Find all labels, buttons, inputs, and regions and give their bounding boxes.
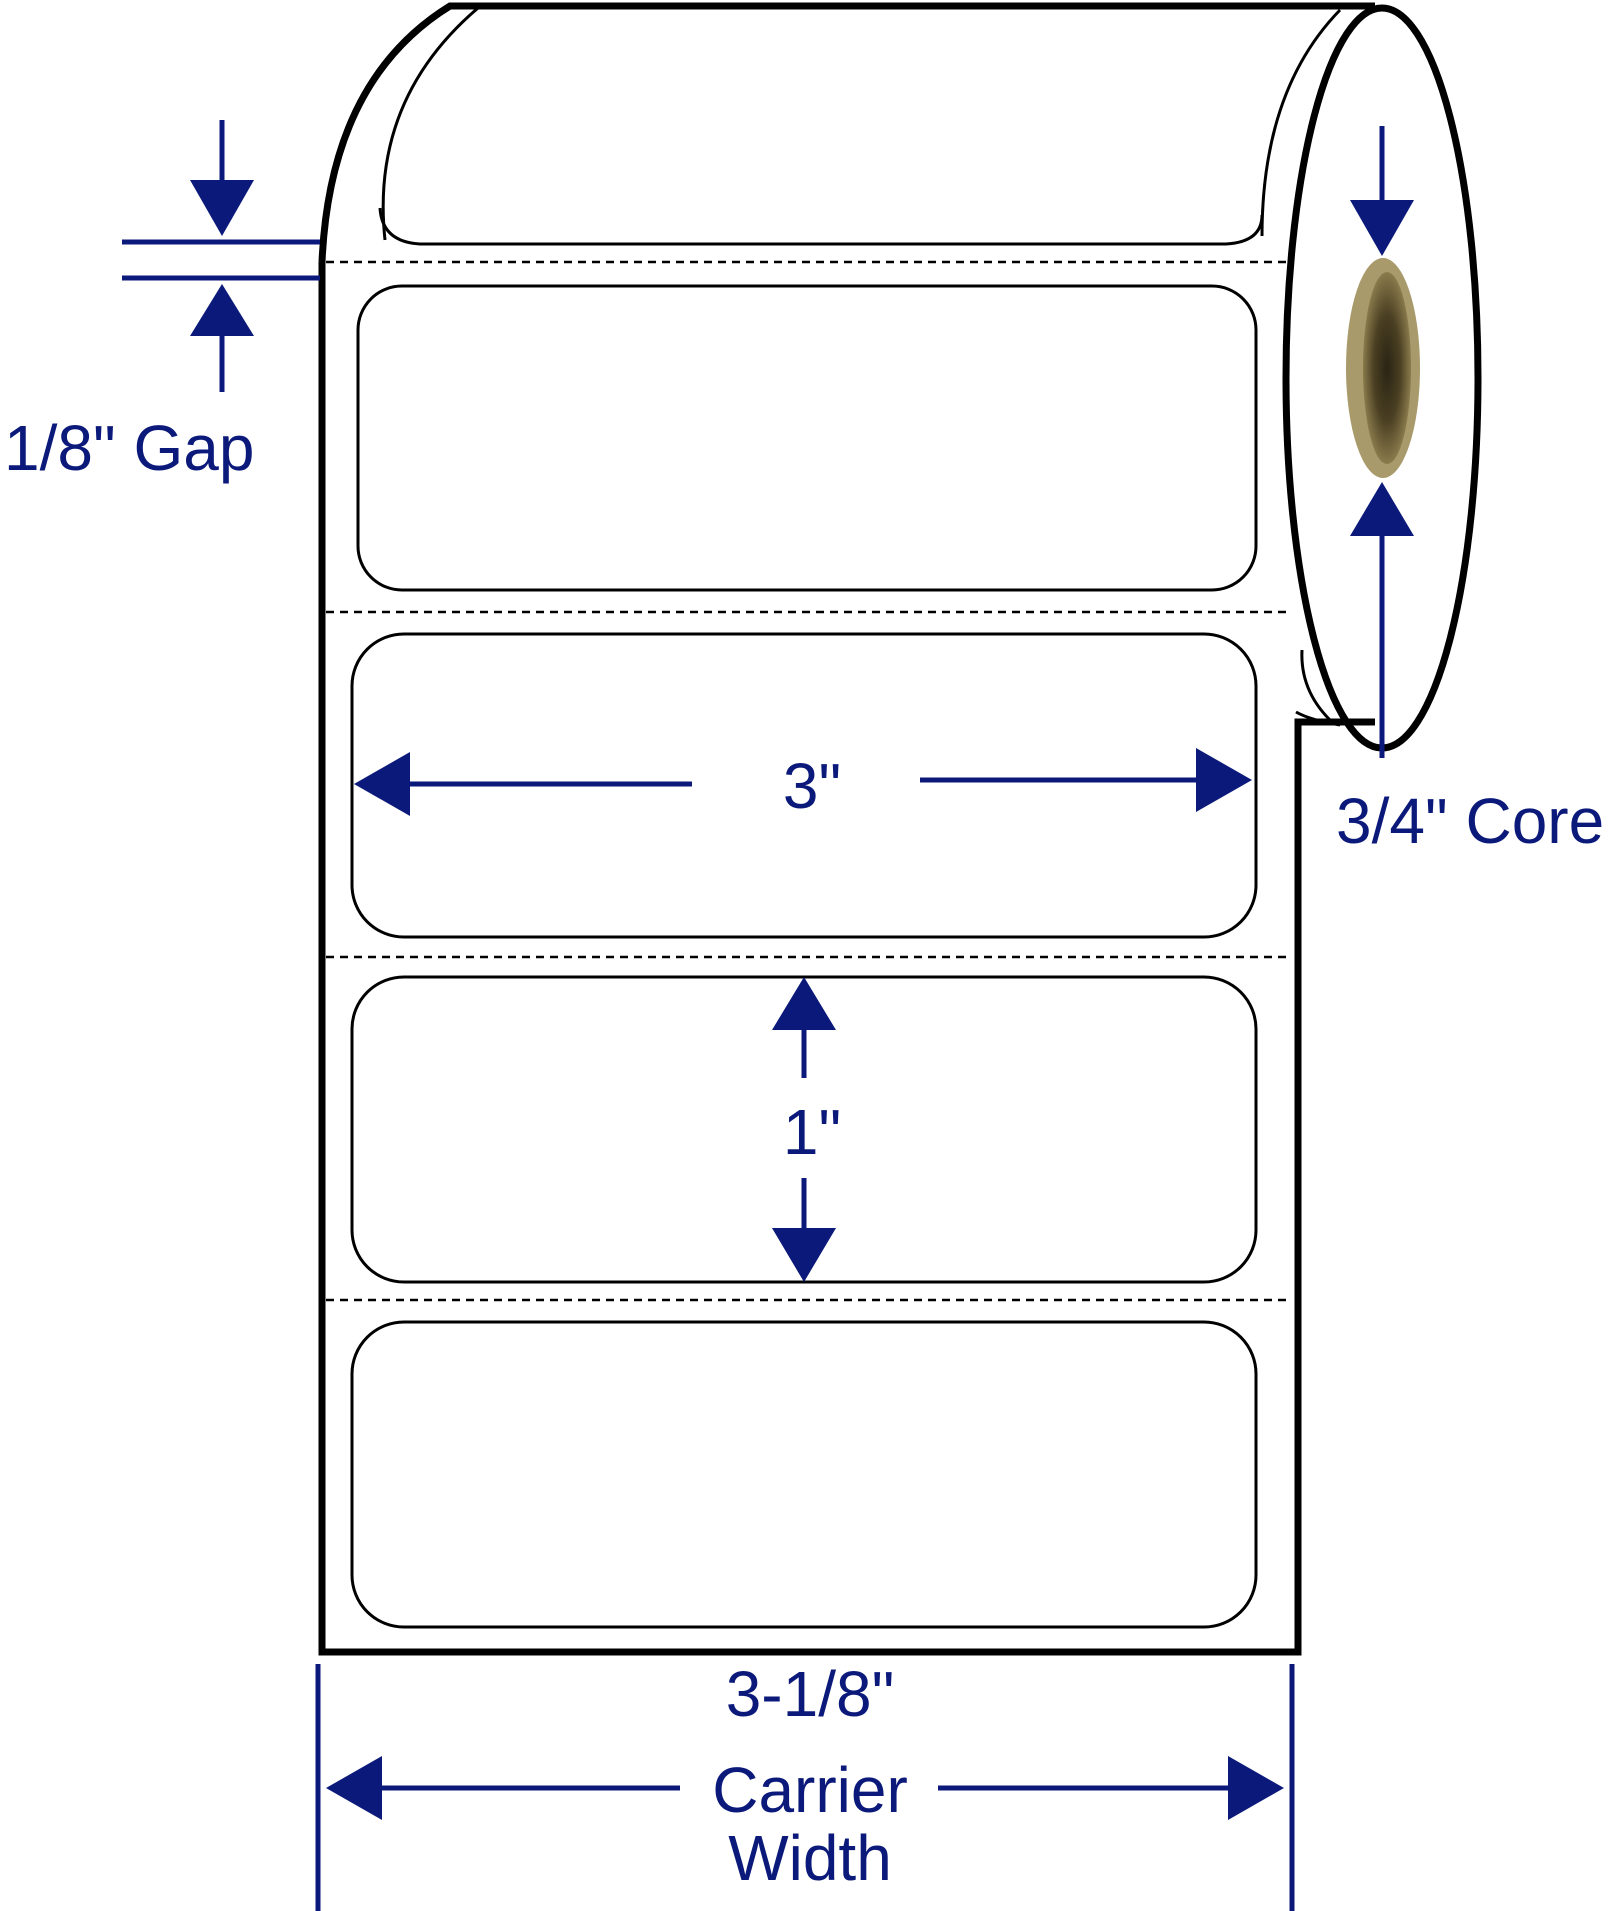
gap-arrow-down-icon <box>190 180 254 236</box>
width-arrow-left-icon <box>354 752 410 816</box>
carrier-width-label-line3: Width <box>728 1822 892 1894</box>
label-4 <box>350 1320 1258 1629</box>
gap-dimension-label: 1/8" Gap <box>4 412 254 484</box>
core-arrow-down-icon <box>1350 200 1414 256</box>
label-gap-lines <box>326 260 1290 1302</box>
core-icon <box>1346 258 1420 478</box>
label-width-label: 3" <box>783 750 841 822</box>
label-height-label: 1" <box>783 1096 841 1168</box>
core-arrow-up-icon <box>1350 482 1414 536</box>
height-arrow-down-icon <box>772 1228 836 1282</box>
carrier-arrow-left-icon <box>326 1756 382 1820</box>
carrier-width-label-line2: Carrier <box>712 1754 908 1826</box>
label-width-dimension: 3" <box>354 748 1252 822</box>
gap-arrow-up-icon <box>190 284 254 336</box>
core-dimension: 3/4" Core <box>1336 126 1604 857</box>
carrier-web <box>318 262 1375 1656</box>
height-arrow-up-icon <box>772 977 836 1030</box>
gap-dimension: 1/8" Gap <box>4 120 320 484</box>
carrier-width-dimension: 3-1/8" Carrier Width <box>315 1658 1295 1911</box>
roll-top <box>318 2 1375 263</box>
label-2 <box>350 632 1258 939</box>
carrier-width-label-line1: 3-1/8" <box>726 1658 895 1730</box>
label-1 <box>356 284 1258 592</box>
label-height-dimension: 1" <box>772 977 841 1282</box>
carrier-arrow-right-icon <box>1228 1756 1284 1820</box>
core-dimension-label: 3/4" Core <box>1336 785 1604 857</box>
width-arrow-right-icon <box>1196 748 1252 812</box>
